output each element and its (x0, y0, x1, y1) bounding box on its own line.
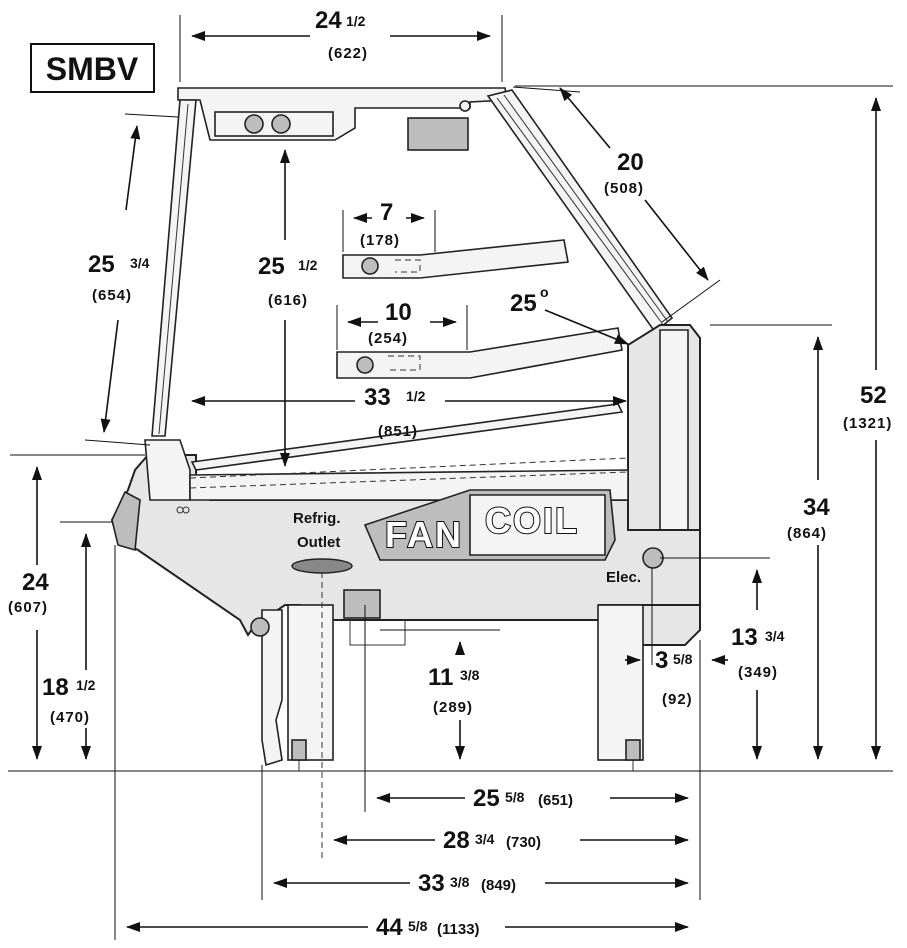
dim-top-width: 24 1/2 (622) (179, 7, 503, 82)
dims-elec-h-frac-label: 3/4 (765, 628, 785, 644)
dims-d3-metric-label: (849) (481, 877, 516, 894)
coil-label: COIL (485, 500, 579, 541)
drain (343, 589, 381, 619)
dims-top-width-metric-label: (622) (328, 45, 368, 62)
dims-refrig-h-metric-label: (289) (433, 699, 473, 716)
dim-elec-offset: 3 5/8 (92) (625, 568, 728, 900)
angle-value: 25 (510, 290, 537, 317)
upper-shelf (342, 239, 569, 279)
dims-height-total-whole-label: 52 (860, 382, 887, 409)
dims-refrig-h-frac-label: 3/8 (460, 667, 480, 683)
dims-top-width-frac-label: 1/2 (346, 13, 366, 29)
dims-height-bump-whole-label: 18 (42, 674, 69, 701)
dims-top-width-whole-label: 24 (315, 7, 342, 34)
dims-d4-metric-label: (1133) (437, 921, 480, 938)
case-body (110, 87, 701, 771)
light-box (407, 117, 469, 151)
dims-height-rear-metric-label: (864) (787, 525, 827, 542)
dim-height-total: 52 (1321) (515, 85, 893, 760)
dims-elec-off-metric-label: (92) (662, 691, 693, 708)
dims-d2-metric-label: (730) (506, 834, 541, 851)
dims-elec-off-whole-label: 3 (655, 647, 668, 674)
kickplate (261, 609, 283, 767)
dim-shelf-lower: 10 (254) (336, 299, 468, 350)
dims-clearance-metric-label: (616) (268, 292, 308, 309)
leg-rear (597, 604, 644, 761)
dims-d2-frac-label: 3/4 (475, 831, 495, 847)
dims-depth-inner-whole-label: 33 (364, 384, 391, 411)
refrig-label-2: Outlet (297, 534, 340, 551)
lower-shelf (336, 327, 623, 379)
dims-d2-whole-label: 28 (443, 827, 470, 854)
dims-height-rear-whole-label: 34 (803, 494, 830, 521)
dims-shelf-upper-whole-label: 7 (380, 199, 393, 226)
model-badge: SMBV (30, 43, 155, 93)
dims-glass-whole-label: 20 (617, 149, 644, 176)
dim-glass: 20 (508) (512, 86, 721, 323)
angle-annotation: 25 o (510, 284, 629, 345)
elec-label: Elec. (606, 569, 641, 586)
dim-height-bump: 18 1/2 (470) (42, 521, 112, 760)
dims-height-bump-metric-label: (470) (50, 709, 90, 726)
dims-d3-frac-label: 3/8 (450, 874, 470, 890)
dims-elec-h-whole-label: 13 (731, 624, 758, 651)
dims-clearance-whole-label: 25 (258, 253, 285, 280)
dim-height-front: 24 (607) (8, 454, 145, 760)
dims-elec-h-metric-label: (349) (738, 664, 778, 681)
dims-glass-metric-label: (508) (604, 180, 644, 197)
dims-height-bump-frac-label: 1/2 (76, 677, 96, 693)
deck-shelf (190, 403, 624, 471)
lamp-right (271, 114, 291, 134)
dims-d3-whole-label: 33 (418, 870, 445, 897)
fan-label: FAN (385, 514, 463, 555)
front-bumper (111, 490, 141, 552)
dims-front-glass-whole-label: 25 (88, 251, 115, 278)
refrig-label-1: Refrig. (293, 510, 341, 527)
dims-d1-metric-label: (651) (538, 792, 573, 809)
dims-d1-frac-label: 5/8 (505, 789, 525, 805)
dims-elec-off-frac-label: 5/8 (673, 651, 693, 667)
dims-shelf-lower-whole-label: 10 (385, 299, 412, 326)
dims-depth-inner-metric-label: (851) (378, 423, 418, 440)
model-label: SMBV (46, 51, 139, 87)
dim-bottom-stack: 25 5/8 (651) 28 3/4 (730) 33 3/8 (849) 4… (114, 545, 689, 941)
dims-refrig-h-whole-label: 11 (428, 664, 453, 691)
angle-degree: o (540, 284, 549, 300)
dim-refrig-height: 11 3/8 (289) (380, 629, 500, 760)
dim-depth-inner: 33 1/2 (851) (191, 384, 627, 440)
dims-d4-whole-label: 44 (376, 914, 403, 941)
dim-elec-height: 13 3/4 (349) (660, 557, 785, 760)
dims-height-front-whole-label: 24 (22, 569, 49, 596)
dim-clearance: 25 1/2 (616) (258, 149, 318, 467)
dims-clearance-frac-label: 1/2 (298, 257, 318, 273)
dims-height-total-metric-label: (1321) (843, 415, 892, 432)
dim-front-glass: 25 3/4 (654) (84, 113, 179, 446)
dim-height-rear: 34 (864) (710, 324, 832, 760)
dims-front-glass-frac-label: 3/4 (130, 255, 150, 271)
dims-d1-whole-label: 25 (473, 785, 500, 812)
hinge (459, 100, 471, 112)
dims-shelf-upper-metric-label: (178) (360, 232, 400, 249)
dims-depth-inner-frac-label: 1/2 (406, 388, 426, 404)
dims-shelf-lower-metric-label: (254) (368, 330, 408, 347)
leg-front (287, 604, 334, 761)
dims-d4-frac-label: 5/8 (408, 918, 428, 934)
dims-front-glass-metric-label: (654) (92, 287, 132, 304)
lamp-left (244, 114, 264, 134)
dims-height-front-metric-label: (607) (8, 599, 48, 616)
dim-shelf-upper: 7 (178) (342, 199, 436, 252)
refrig-outlet (291, 558, 353, 574)
